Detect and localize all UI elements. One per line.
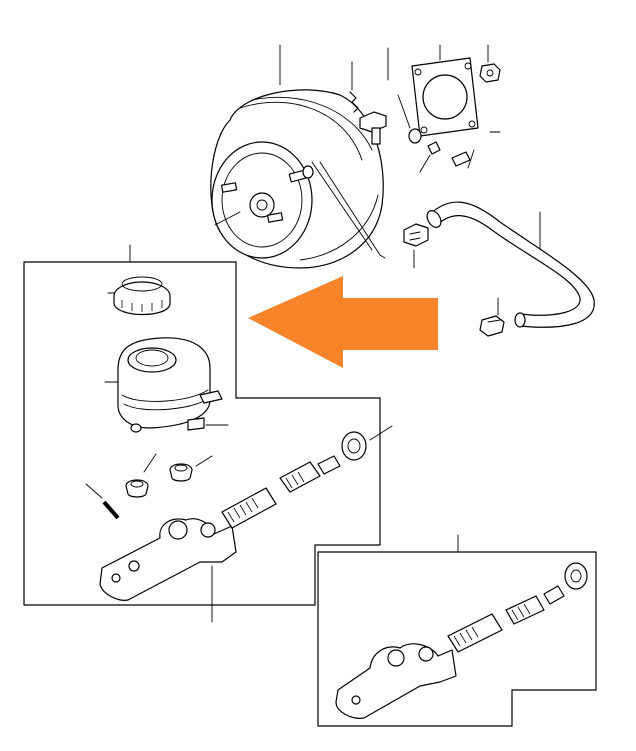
piston-springs-right xyxy=(447,562,588,653)
master-cylinder-assembly-box xyxy=(23,261,381,606)
leader-booster-stud xyxy=(319,161,381,256)
gasket xyxy=(411,44,479,137)
alternate-assembly-box xyxy=(317,551,597,727)
master-cylinder-body xyxy=(99,518,237,623)
nut xyxy=(479,44,501,83)
small-clip xyxy=(427,141,441,155)
o-ring xyxy=(408,128,422,144)
reservoir xyxy=(104,337,229,433)
booster-studs xyxy=(220,165,314,223)
brake-booster xyxy=(210,44,386,269)
piston-springs-left xyxy=(221,425,393,529)
leader-booster-face xyxy=(214,211,241,226)
reservoir-cap xyxy=(107,276,171,315)
grommets xyxy=(125,453,213,498)
pin xyxy=(451,131,501,169)
check-valve xyxy=(403,223,429,269)
roll-pin xyxy=(85,483,120,520)
clip-pin xyxy=(349,47,389,145)
master-cylinder-body-right xyxy=(335,643,457,719)
hose-clamp xyxy=(479,297,505,337)
direction-arrow-icon xyxy=(248,276,438,368)
vacuum-hose xyxy=(426,201,595,328)
